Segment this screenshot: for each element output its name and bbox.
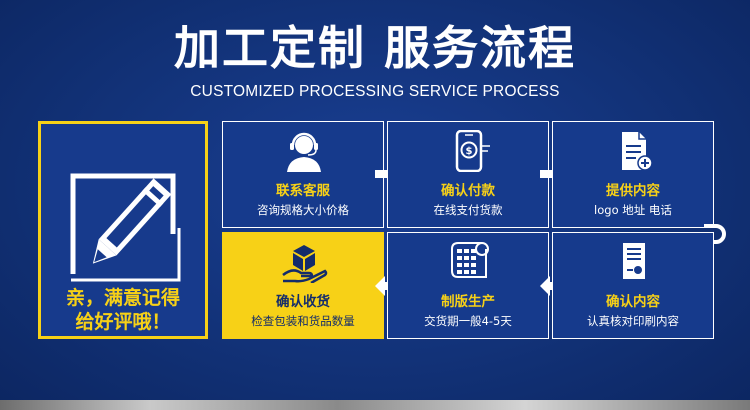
mobile-payment-icon: $ [455, 130, 490, 172]
bottom-photo-strip [0, 400, 750, 410]
review-prompt-text: 亲，满意记得 给好评哦！ [41, 286, 205, 334]
step-description: 咨询规格大小价格 [257, 203, 349, 217]
step-title: 提供内容 [606, 183, 660, 199]
step-description: 检查包装和货品数量 [251, 314, 355, 328]
arrow-left-icon [540, 276, 562, 296]
step-plate-production: 制版生产 交货期一般4-5天 [387, 232, 549, 339]
step-title: 制版生产 [441, 294, 495, 310]
step-confirm-payment: $ 确认付款 在线支付货款 [387, 121, 549, 228]
arrow-left-icon [375, 276, 397, 296]
step-description: 认真核对印刷内容 [587, 314, 679, 328]
step-title: 确认付款 [441, 183, 495, 199]
svg-text:$: $ [466, 146, 473, 157]
printing-plate-icon [451, 242, 489, 278]
step-contact-service: 联系客服 咨询规格大小价格 [222, 121, 384, 228]
package-receive-icon [282, 245, 328, 283]
step-title: 确认收货 [276, 294, 330, 310]
step-confirm-receipt: 确认收货 检查包装和货品数量 [222, 232, 384, 339]
step-title: 确认内容 [606, 294, 660, 310]
certificate-document-icon [623, 243, 645, 279]
step-description: logo 地址 电话 [594, 203, 672, 217]
document-add-icon [622, 132, 653, 171]
page-subtitle: CUSTOMIZED PROCESSING SERVICE PROCESS [190, 83, 560, 100]
promo-line-2: 给好评哦！ [75, 311, 171, 333]
step-provide-content: 提供内容 logo 地址 电话 [552, 121, 714, 228]
step-description: 交货期一般4-5天 [424, 314, 512, 328]
review-prompt-card: 亲，满意记得 给好评哦！ [38, 121, 208, 339]
step-title: 联系客服 [276, 183, 330, 199]
pencil-edit-icon [70, 173, 181, 282]
step-confirm-content: 确认内容 认真核对印刷内容 [552, 232, 714, 339]
step-description: 在线支付货款 [433, 203, 503, 217]
page-title: 加工定制 服务流程 [173, 21, 576, 75]
promo-line-1: 亲，满意记得 [65, 287, 180, 309]
customer-service-headset-icon [287, 132, 321, 172]
